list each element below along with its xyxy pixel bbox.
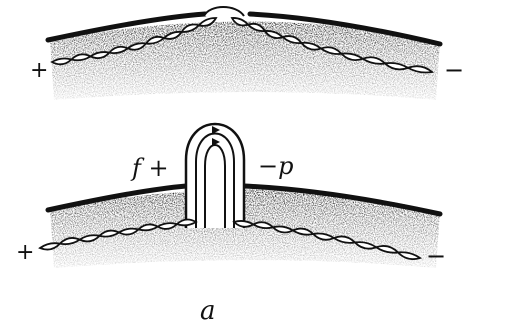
bottom-left-sign: + <box>16 240 34 265</box>
loop-right-label: −p <box>258 152 293 180</box>
top-right-sign: − <box>444 56 464 84</box>
top-emerging-bulge <box>204 7 244 16</box>
bottom-right-sign: − <box>426 242 446 270</box>
top-left-sign: + <box>30 58 48 83</box>
figure-caption: a <box>200 296 216 326</box>
flux-loop-inner <box>205 145 225 228</box>
bottom-panel <box>40 124 440 268</box>
top-panel <box>48 7 440 100</box>
loop-left-label: f + <box>132 154 169 182</box>
